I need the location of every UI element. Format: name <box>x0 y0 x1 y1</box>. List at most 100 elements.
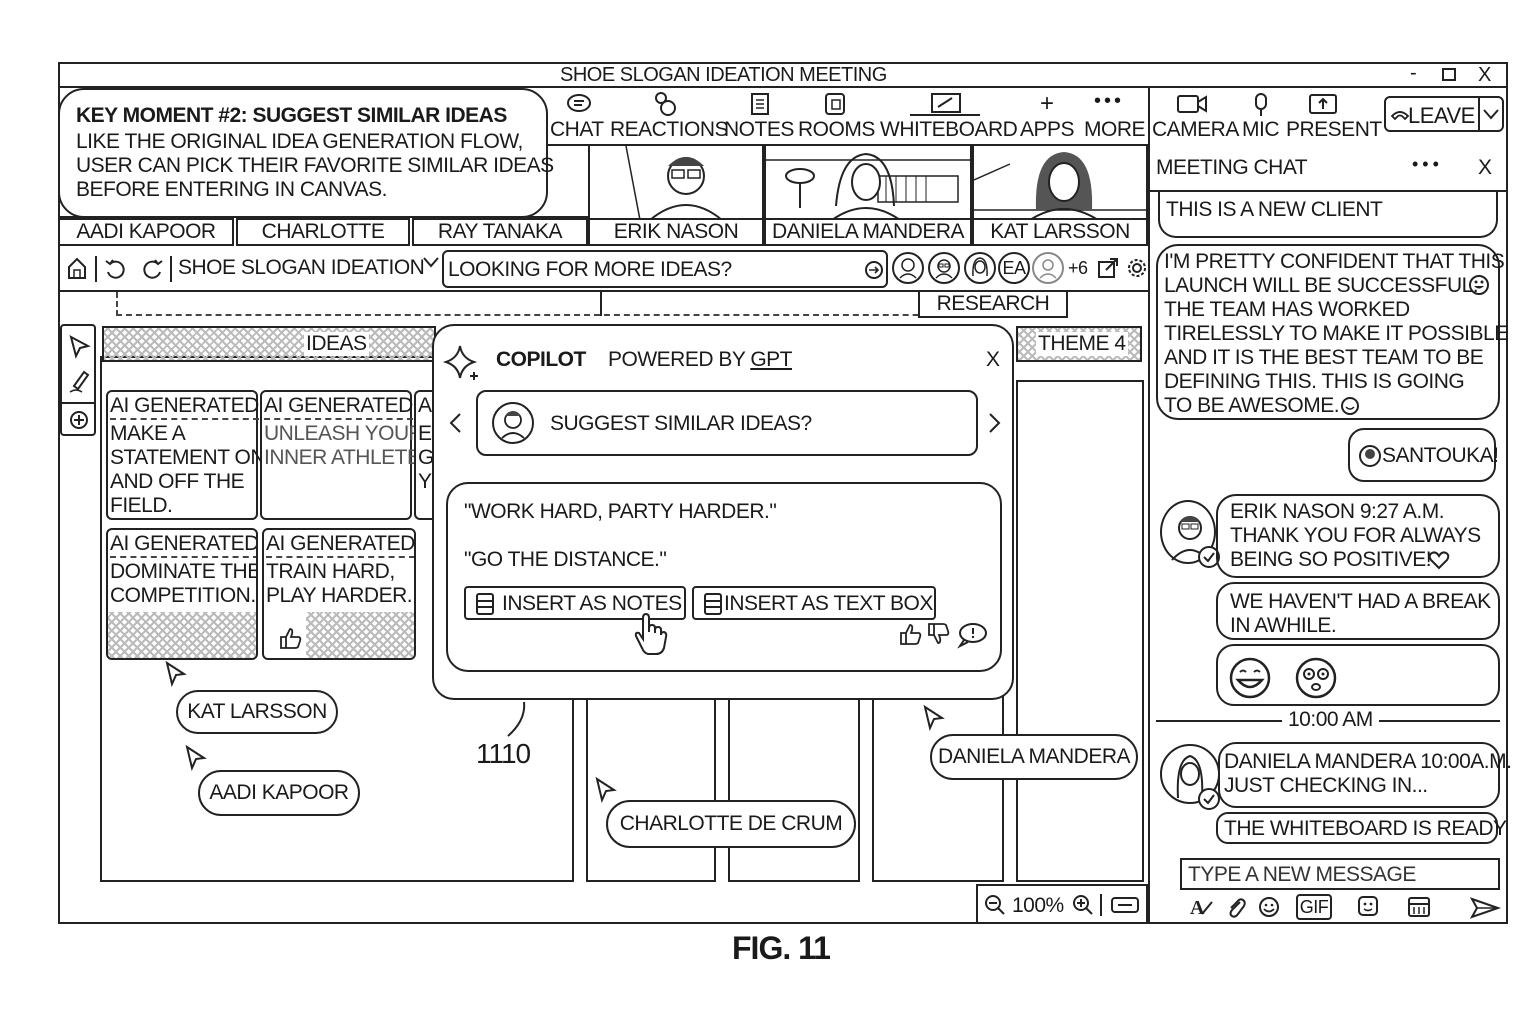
video-tile-daniela-mandera[interactable]: DANIELA MANDERA <box>764 144 972 246</box>
avatar[interactable] <box>928 252 960 284</box>
leave-button[interactable]: LEAVE <box>1384 96 1504 132</box>
copilot-results-card: "WORK HARD, PARTY HARDER." "GO THE DISTA… <box>446 482 1002 672</box>
redo-icon[interactable] <box>142 258 164 280</box>
idea-note-partial[interactable]: A E G Y <box>414 390 434 520</box>
participant-aadi-kapoor[interactable]: AADI KAPOOR <box>58 218 234 246</box>
whiteboard-icon <box>931 93 961 113</box>
thumbs-down-icon[interactable] <box>926 622 952 646</box>
sticker-icon[interactable] <box>1356 894 1380 920</box>
toolbar-reactions[interactable]: REACTIONS <box>608 90 729 142</box>
heart-icon <box>1428 551 1450 570</box>
toolbar-rooms[interactable]: ROOMS <box>796 90 875 142</box>
chat-more-button[interactable]: • • • <box>1412 154 1439 174</box>
suggested-idea[interactable]: "WORK HARD, PARTY HARDER." <box>464 500 777 523</box>
avatar[interactable] <box>964 252 996 284</box>
arrow-right-circle-icon[interactable] <box>864 260 884 280</box>
research-label-box[interactable]: RESEARCH <box>918 290 1068 318</box>
chat-time-divider: 10:00 AM <box>1282 708 1379 732</box>
participant-ray-tanaka[interactable]: RAY TANAKA <box>412 218 588 246</box>
toolbar-chat[interactable]: CHAT <box>548 90 606 142</box>
minimize-button[interactable]: - <box>1410 62 1417 84</box>
idea-note-line: PLAY HARDER. <box>266 584 413 607</box>
toolbar-present[interactable]: PRESENT <box>1284 90 1382 142</box>
pointer-icon[interactable] <box>68 334 92 360</box>
feedback-icon[interactable] <box>956 622 988 649</box>
schedule-icon[interactable] <box>1406 894 1432 920</box>
more-dots-icon: ••• <box>1094 90 1125 112</box>
undo-icon[interactable] <box>104 258 126 280</box>
video-name-erik-nason: ERIK NASON <box>590 218 762 244</box>
gear-icon[interactable] <box>1126 257 1148 279</box>
surprised-emoji-icon <box>1295 657 1337 699</box>
thumbs-up-icon[interactable] <box>278 626 304 650</box>
chat-message-input[interactable]: TYPE A NEW MESSAGE <box>1180 858 1500 890</box>
idea-note-line: UNLEASH YOUR <box>264 422 424 445</box>
gif-icon[interactable]: GIF <box>1296 894 1332 920</box>
send-icon[interactable] <box>1469 896 1502 920</box>
zoom-out-icon[interactable] <box>984 894 1006 916</box>
toolbar-present-label: PRESENT <box>1286 118 1382 141</box>
toolbar-mic[interactable]: MIC <box>1240 90 1284 142</box>
format-text-icon[interactable]: A <box>1188 896 1214 919</box>
app-window <box>58 62 1508 924</box>
canvas-title[interactable]: SHOE SLOGAN IDEATION <box>178 256 425 279</box>
toolbar-camera[interactable]: CAMERA <box>1150 90 1239 142</box>
copilot-prompt-input[interactable]: LOOKING FOR MORE IDEAS? <box>442 250 888 288</box>
share-icon[interactable] <box>1096 256 1120 280</box>
suggest-similar-card[interactable]: SUGGEST SIMILAR IDEAS? <box>476 390 978 456</box>
toolbar-notes[interactable]: NOTES <box>722 90 794 142</box>
chevron-left-icon[interactable] <box>448 412 462 434</box>
ideas-header[interactable]: IDEAS <box>102 326 436 362</box>
idea-note[interactable]: AI GENERATED DOMINATE THE COMPETITION. <box>106 528 258 660</box>
suggested-idea[interactable]: "GO THE DISTANCE." <box>464 548 667 571</box>
avatar-initials[interactable]: EA <box>998 252 1030 284</box>
canvas-title-chevron-icon[interactable] <box>422 256 440 268</box>
chat-message: ERIK NASON 9:27 A.M. THANK YOU FOR ALWAY… <box>1216 494 1500 578</box>
copilot-title: COPILOT <box>496 348 586 371</box>
canvas-bar-bottom <box>58 290 1148 292</box>
pen-icon[interactable] <box>68 368 92 394</box>
reference-leader-line <box>507 701 526 737</box>
toolbar-more[interactable]: ••• MORE <box>1082 90 1148 142</box>
chevron-down-icon[interactable] <box>1482 108 1500 120</box>
attach-icon[interactable] <box>1226 896 1246 918</box>
video-tile-erik-nason[interactable]: ERIK NASON <box>588 144 764 246</box>
add-circle-icon[interactable] <box>69 410 89 430</box>
idea-note-line: COMPETITION. <box>110 584 256 607</box>
emoji-icon[interactable] <box>1258 896 1280 918</box>
toolbar-apps[interactable]: + APPS <box>1018 90 1078 142</box>
thumbs-up-icon[interactable] <box>898 622 924 646</box>
copilot-close-button[interactable]: X <box>986 348 1000 371</box>
toolbar-divider <box>1148 88 1150 144</box>
gpt-link[interactable]: GPT <box>750 348 792 371</box>
maximize-button[interactable] <box>1442 68 1456 81</box>
avatar[interactable] <box>892 252 924 284</box>
zoom-in-icon[interactable] <box>1072 894 1094 916</box>
idea-note-line: TRAIN HARD, <box>266 560 395 583</box>
chat-title: MEETING CHAT <box>1156 156 1308 179</box>
fit-screen-icon[interactable] <box>1110 896 1140 914</box>
idea-note[interactable]: AI GENERATED MAKE A STATEMENT ON AND OFF… <box>106 390 266 520</box>
mic-icon <box>1255 93 1267 116</box>
toolbar-more-label: MORE <box>1084 118 1146 141</box>
participants-overflow-count[interactable]: +6 <box>1068 258 1088 278</box>
home-icon[interactable] <box>66 256 88 280</box>
idea-note[interactable]: AI GENERATED UNLEASH YOUR INNER ATHLETE. <box>260 390 426 520</box>
idea-note-line: STATEMENT ON <box>110 446 266 469</box>
ai-generated-tag: AI GENERATED <box>266 532 414 558</box>
idea-note[interactable]: AI GENERATED TRAIN HARD, PLAY HARDER. <box>262 528 416 660</box>
zoom-control: 100% <box>976 884 1148 922</box>
toolbar-notes-label: NOTES <box>724 118 794 141</box>
close-window-button[interactable]: X <box>1478 64 1491 86</box>
insert-as-text-box-button[interactable]: INSERT AS TEXT BOX <box>692 586 936 620</box>
video-tile-kat-larsson[interactable]: KAT LARSSON <box>972 144 1148 246</box>
insert-as-notes-button[interactable]: INSERT AS NOTES <box>464 586 686 620</box>
theme4-header[interactable]: THEME 4 <box>1016 326 1142 362</box>
avatar[interactable] <box>1032 252 1064 284</box>
chevron-right-icon[interactable] <box>988 412 1002 434</box>
participant-charlotte[interactable]: CHARLOTTE <box>236 218 410 246</box>
ai-generated-tag: AI GENERATED <box>264 394 413 420</box>
video-name-daniela-mandera: DANIELA MANDERA <box>766 218 970 244</box>
toolbar-whiteboard[interactable]: WHITEBOARD <box>878 90 1018 142</box>
chat-close-button[interactable]: X <box>1478 156 1492 179</box>
